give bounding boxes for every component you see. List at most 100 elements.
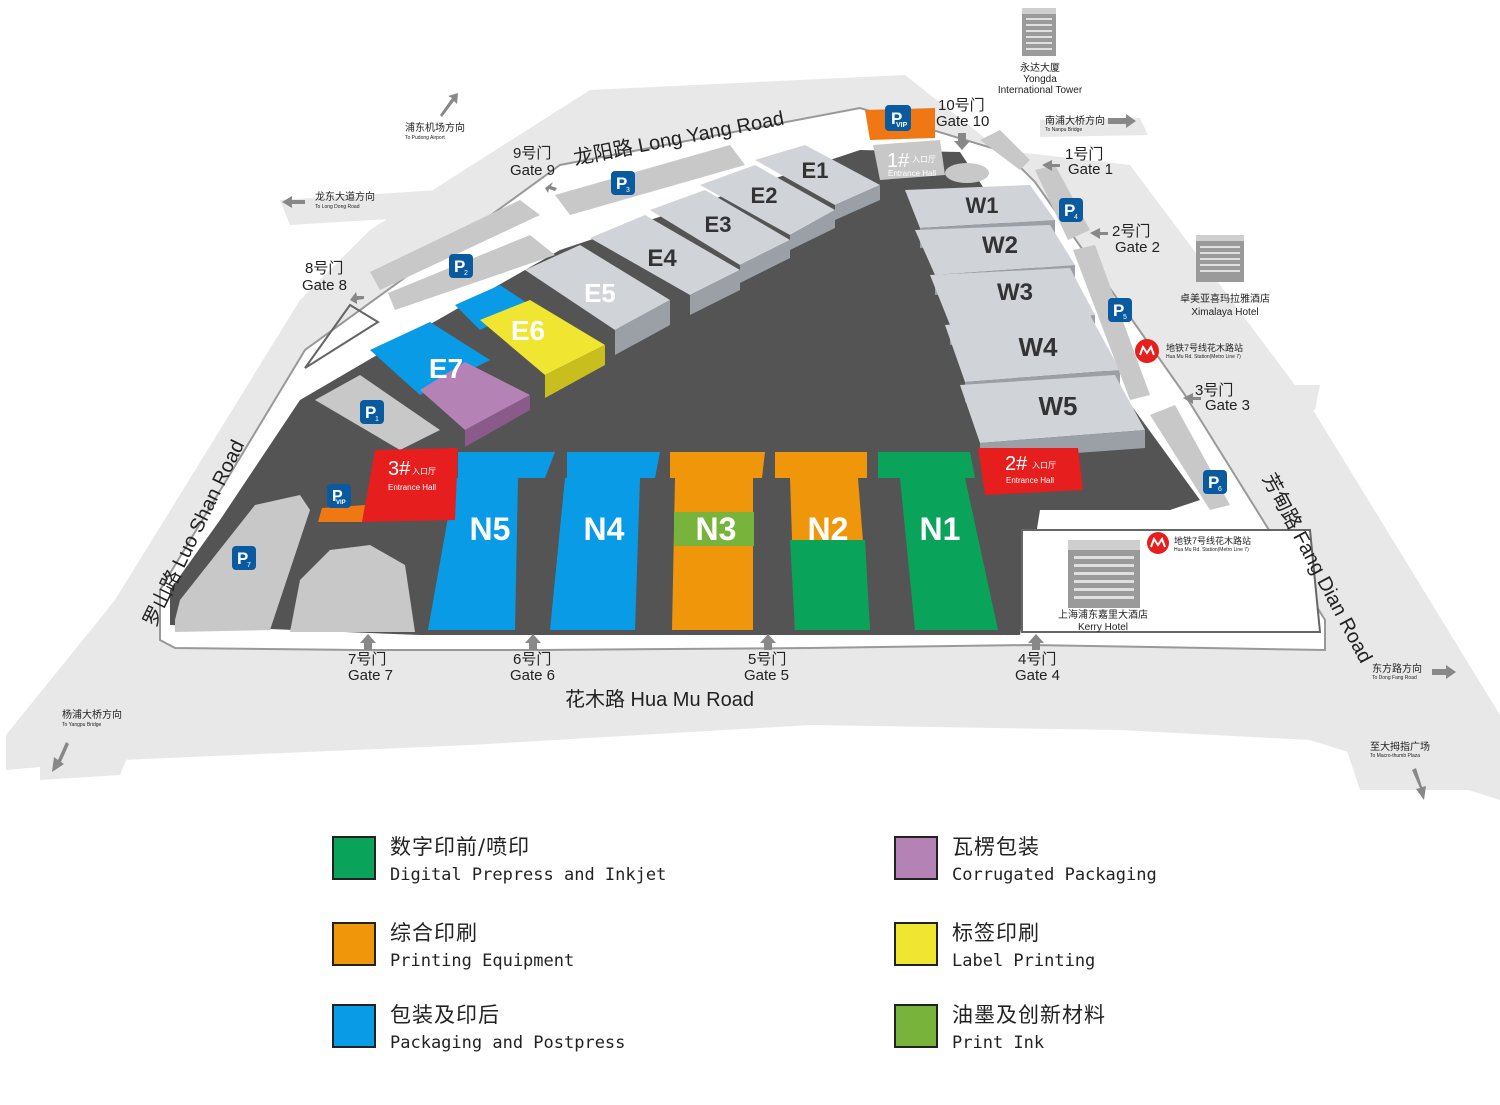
gate-4[interactable]: 4号门 Gate 4 bbox=[1015, 651, 1060, 684]
svg-text:P: P bbox=[1208, 473, 1219, 492]
legend-item-corrugated: 瓦楞包装 Corrugated Packaging bbox=[894, 834, 1157, 887]
legend-cn: 包装及印后 bbox=[390, 1003, 500, 1027]
legend-cn: 标签印刷 bbox=[952, 921, 1040, 945]
gate-10[interactable]: 10号门 Gate 10 bbox=[936, 97, 989, 130]
legend-swatch-packaging bbox=[332, 1004, 376, 1048]
hall-e6[interactable]: E6 bbox=[455, 285, 605, 398]
parking-p5[interactable]: P 5 bbox=[1108, 298, 1132, 322]
legend-item-ink: 油墨及创新材料 Print Ink bbox=[894, 1002, 1106, 1055]
svg-text:5号门: 5号门 bbox=[748, 651, 786, 668]
gate-6[interactable]: 6号门 Gate 6 bbox=[510, 651, 555, 684]
parking-p3[interactable]: P 3 bbox=[611, 171, 635, 195]
hall-e3[interactable]: E3 bbox=[650, 190, 790, 283]
entrance-3-number: 3# bbox=[388, 458, 411, 480]
yongda-cn: 永达大厦 bbox=[1020, 61, 1060, 74]
hall-e6-label: E6 bbox=[511, 315, 545, 346]
kerry-cn: 上海浦东嘉里大酒店 bbox=[1058, 608, 1148, 621]
parking-p1[interactable]: P 1 bbox=[360, 400, 384, 424]
entrance-hall-1[interactable]: 1# 入口厅 Entrance Hall bbox=[873, 140, 945, 180]
svg-text:Gate 6: Gate 6 bbox=[510, 667, 555, 684]
hall-e7[interactable]: E7 bbox=[370, 322, 530, 447]
entrance-1-en: Entrance Hall bbox=[888, 169, 936, 178]
vip-parking-north[interactable]: P VIP bbox=[865, 105, 935, 140]
metro-east-cn: 地铁7号线花木路站 bbox=[1166, 342, 1243, 353]
vip-parking-west[interactable]: P VIP bbox=[318, 484, 365, 522]
hall-e7-label: E7 bbox=[429, 353, 463, 384]
metro-sign-east[interactable]: 地铁7号线花木路站 Hua Mu Rd. Station(Metro Line … bbox=[1135, 339, 1243, 363]
svg-text:4: 4 bbox=[1074, 214, 1078, 221]
legend-cn: 瓦楞包装 bbox=[952, 835, 1040, 859]
hall-e1[interactable]: E1 bbox=[755, 145, 880, 220]
svg-text:4号门: 4号门 bbox=[1018, 651, 1056, 668]
svg-text:10号门: 10号门 bbox=[938, 97, 985, 114]
metro-sign-south[interactable]: 地铁7号线花木路站 Hua Mu Rd. Station(Metro Line … bbox=[1147, 532, 1251, 554]
svg-text:Gate 1: Gate 1 bbox=[1068, 161, 1113, 178]
gate-7[interactable]: 7号门 Gate 7 bbox=[348, 651, 393, 684]
gate-2-arrow-icon bbox=[1090, 228, 1108, 239]
kerry-en: Kerry Hotel bbox=[1078, 622, 1128, 633]
gate-2[interactable]: 2号门 Gate 2 bbox=[1112, 223, 1160, 256]
ximalaya-hotel: 卓美亚喜玛拉雅酒店 Ximalaya Hotel bbox=[1180, 235, 1270, 318]
hall-e4[interactable]: E4 bbox=[590, 215, 740, 315]
legend-en: Corrugated Packaging bbox=[952, 865, 1157, 885]
gate-8-arrow-icon bbox=[350, 292, 364, 304]
gate-8[interactable]: 8号门 Gate 8 bbox=[302, 260, 347, 294]
gate-5[interactable]: 5号门 Gate 5 bbox=[744, 651, 789, 684]
hall-n2[interactable]: N2 bbox=[775, 452, 870, 630]
arrow-icon bbox=[282, 196, 305, 208]
gate-3[interactable]: 3号门 Gate 3 bbox=[1195, 382, 1250, 414]
svg-text:To Nanpu Bridge: To Nanpu Bridge bbox=[1045, 127, 1082, 133]
kerry-hotel-block: 上海浦东嘉里大酒店 Kerry Hotel 地铁7号线花木路站 Hua Mu R… bbox=[1021, 529, 1322, 633]
hall-e3-label: E3 bbox=[705, 212, 732, 237]
dir-dongfang: 东方路方向 To Dong Fang Road bbox=[1372, 662, 1456, 681]
parking-p6[interactable]: P 6 bbox=[1203, 470, 1227, 494]
hall-e1-label: E1 bbox=[802, 158, 829, 183]
legend-swatch-digital bbox=[332, 836, 376, 880]
hall-w5[interactable]: W5 bbox=[960, 375, 1145, 460]
hall-n2-label: N2 bbox=[808, 511, 849, 547]
legend-swatch-printing bbox=[332, 922, 376, 966]
svg-text:杨浦大桥方向: 杨浦大桥方向 bbox=[62, 708, 122, 721]
hall-e5[interactable]: E5 bbox=[525, 245, 670, 355]
hall-w3-label: W3 bbox=[997, 279, 1033, 306]
plaza-oval bbox=[945, 163, 989, 183]
parking-p2[interactable]: P 2 bbox=[449, 254, 473, 278]
entrance-hall-3[interactable]: 3# 入口厅 Entrance Hall bbox=[362, 448, 458, 522]
hall-n4[interactable]: N4 bbox=[550, 452, 660, 630]
vip-p-west: P bbox=[332, 488, 343, 505]
hall-n5[interactable]: N5 bbox=[428, 452, 555, 630]
road-south: 花木路 Hua Mu Road bbox=[565, 688, 754, 711]
parking-p7[interactable]: P 7 bbox=[232, 546, 256, 570]
legend-item-label: 标签印刷 Label Printing bbox=[894, 920, 1095, 973]
dir-nanpu: 南浦大桥方向 To Nanpu Bridge bbox=[1045, 114, 1136, 133]
svg-text:P: P bbox=[237, 549, 248, 568]
n-halls: N5 N4 N3 N2 N1 bbox=[428, 452, 998, 630]
entrance-3-en: Entrance Hall bbox=[388, 483, 436, 492]
legend-en: Print Ink bbox=[952, 1033, 1045, 1053]
svg-text:7号门: 7号门 bbox=[348, 651, 386, 668]
hall-e2-label: E2 bbox=[751, 183, 778, 208]
entrance-1-number: 1# bbox=[887, 150, 910, 172]
dir-longdong: 龙东大道方向 To Long Dong Road bbox=[282, 190, 375, 210]
svg-text:To Pudong Airport: To Pudong Airport bbox=[405, 135, 445, 141]
gate-1[interactable]: 1号门 Gate 1 bbox=[1065, 146, 1113, 178]
legend: 数字印前/喷印 Digital Prepress and Inkjet 综合印刷… bbox=[0, 820, 1500, 1105]
arrow-icon bbox=[1432, 665, 1456, 679]
legend-item-printing: 综合印刷 Printing Equipment bbox=[332, 920, 574, 973]
gate-5-arrow-icon bbox=[760, 634, 776, 650]
entrance-2-en: Entrance Hall bbox=[1006, 476, 1054, 485]
svg-text:1: 1 bbox=[375, 416, 379, 423]
vip-p-north: P bbox=[891, 109, 902, 128]
gate-9-arrow-icon bbox=[545, 182, 557, 193]
hall-e2[interactable]: E2 bbox=[700, 165, 835, 250]
yongda-en2: International Tower bbox=[998, 85, 1083, 96]
svg-text:Gate 4: Gate 4 bbox=[1015, 667, 1060, 684]
gate-9[interactable]: 9号门 Gate 9 bbox=[510, 145, 555, 179]
hall-n1[interactable]: N1 bbox=[878, 452, 998, 630]
parking-p4[interactable]: P 4 bbox=[1059, 198, 1083, 222]
gate-6-arrow-icon bbox=[525, 634, 541, 650]
entrance-hall-2[interactable]: 2# 入口厅 Entrance Hall bbox=[978, 448, 1083, 495]
parking-signs: P 1 P 2 P 3 P 4 P 5 P 6 P bbox=[232, 171, 1227, 570]
legend-cn: 数字印前/喷印 bbox=[390, 835, 531, 859]
hall-n3[interactable]: N3 bbox=[670, 452, 765, 630]
